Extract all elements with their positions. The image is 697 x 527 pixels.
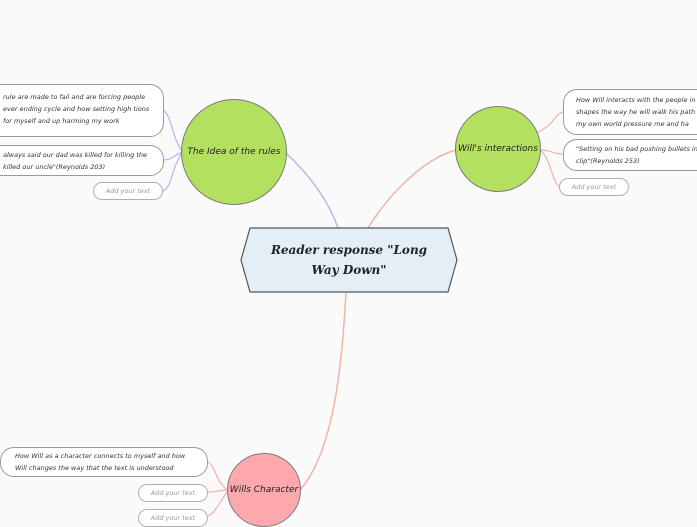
branch-interactions[interactable]: Will's interactions xyxy=(455,106,541,192)
branch-character[interactable]: Wills Character xyxy=(227,453,301,527)
character-note-1[interactable]: How Will as a character connects to myse… xyxy=(0,447,208,477)
link-interactions-child-2 xyxy=(539,149,564,155)
character-add-text-2-label: Add your text xyxy=(150,514,196,522)
character-add-text-1[interactable]: Add your text xyxy=(138,484,208,502)
branch-rules-label: The Idea of the rules xyxy=(187,147,281,157)
link-character-placeholder-2 xyxy=(207,491,228,517)
interactions-add-text[interactable]: Add your text xyxy=(559,178,629,196)
branch-character-label: Wills Character xyxy=(229,485,299,495)
link-rules-child-2 xyxy=(162,151,184,161)
rules-note-2[interactable]: always said our dad was killed for killi… xyxy=(0,145,164,176)
rules-note-1-text: rule are made to fail and are forcing pe… xyxy=(3,93,150,125)
rules-add-text-label: Add your text xyxy=(105,187,151,195)
character-add-text-1-label: Add your text xyxy=(150,489,196,497)
link-character-placeholder-1 xyxy=(207,489,228,493)
interactions-note-2-text: "Setting on his bad pushing bullets in c… xyxy=(576,145,697,165)
rules-add-text[interactable]: Add your text xyxy=(93,182,163,200)
rules-note-2-text: always said our dad was killed for killi… xyxy=(3,151,147,171)
rules-note-1[interactable]: rule are made to fail and are forcing pe… xyxy=(0,84,164,137)
interactions-add-text-label: Add your text xyxy=(571,183,617,191)
link-rules-child-1 xyxy=(162,109,184,153)
branch-interactions-label: Will's interactions xyxy=(458,144,538,154)
interactions-note-1-text: How Will interacts with the people in sh… xyxy=(576,96,697,128)
link-character-child-1 xyxy=(207,461,228,491)
branch-rules[interactable]: The Idea of the rules xyxy=(181,99,287,205)
link-central-interactions xyxy=(367,149,457,229)
central-node-shape[interactable] xyxy=(240,227,458,293)
character-note-1-text: How Will as a character connects to myse… xyxy=(15,452,186,472)
link-interactions-placeholder xyxy=(539,149,560,187)
link-central-character xyxy=(299,292,347,491)
central-topic[interactable]: Reader response "Long Way Down" xyxy=(270,243,428,277)
character-add-text-2[interactable]: Add your text xyxy=(138,509,208,527)
link-rules-placeholder xyxy=(162,151,184,192)
interactions-note-2[interactable]: "Setting on his bad pushing bullets in c… xyxy=(563,139,697,171)
interactions-note-1[interactable]: How Will interacts with the people in sh… xyxy=(563,89,697,135)
link-central-rules xyxy=(284,151,339,229)
